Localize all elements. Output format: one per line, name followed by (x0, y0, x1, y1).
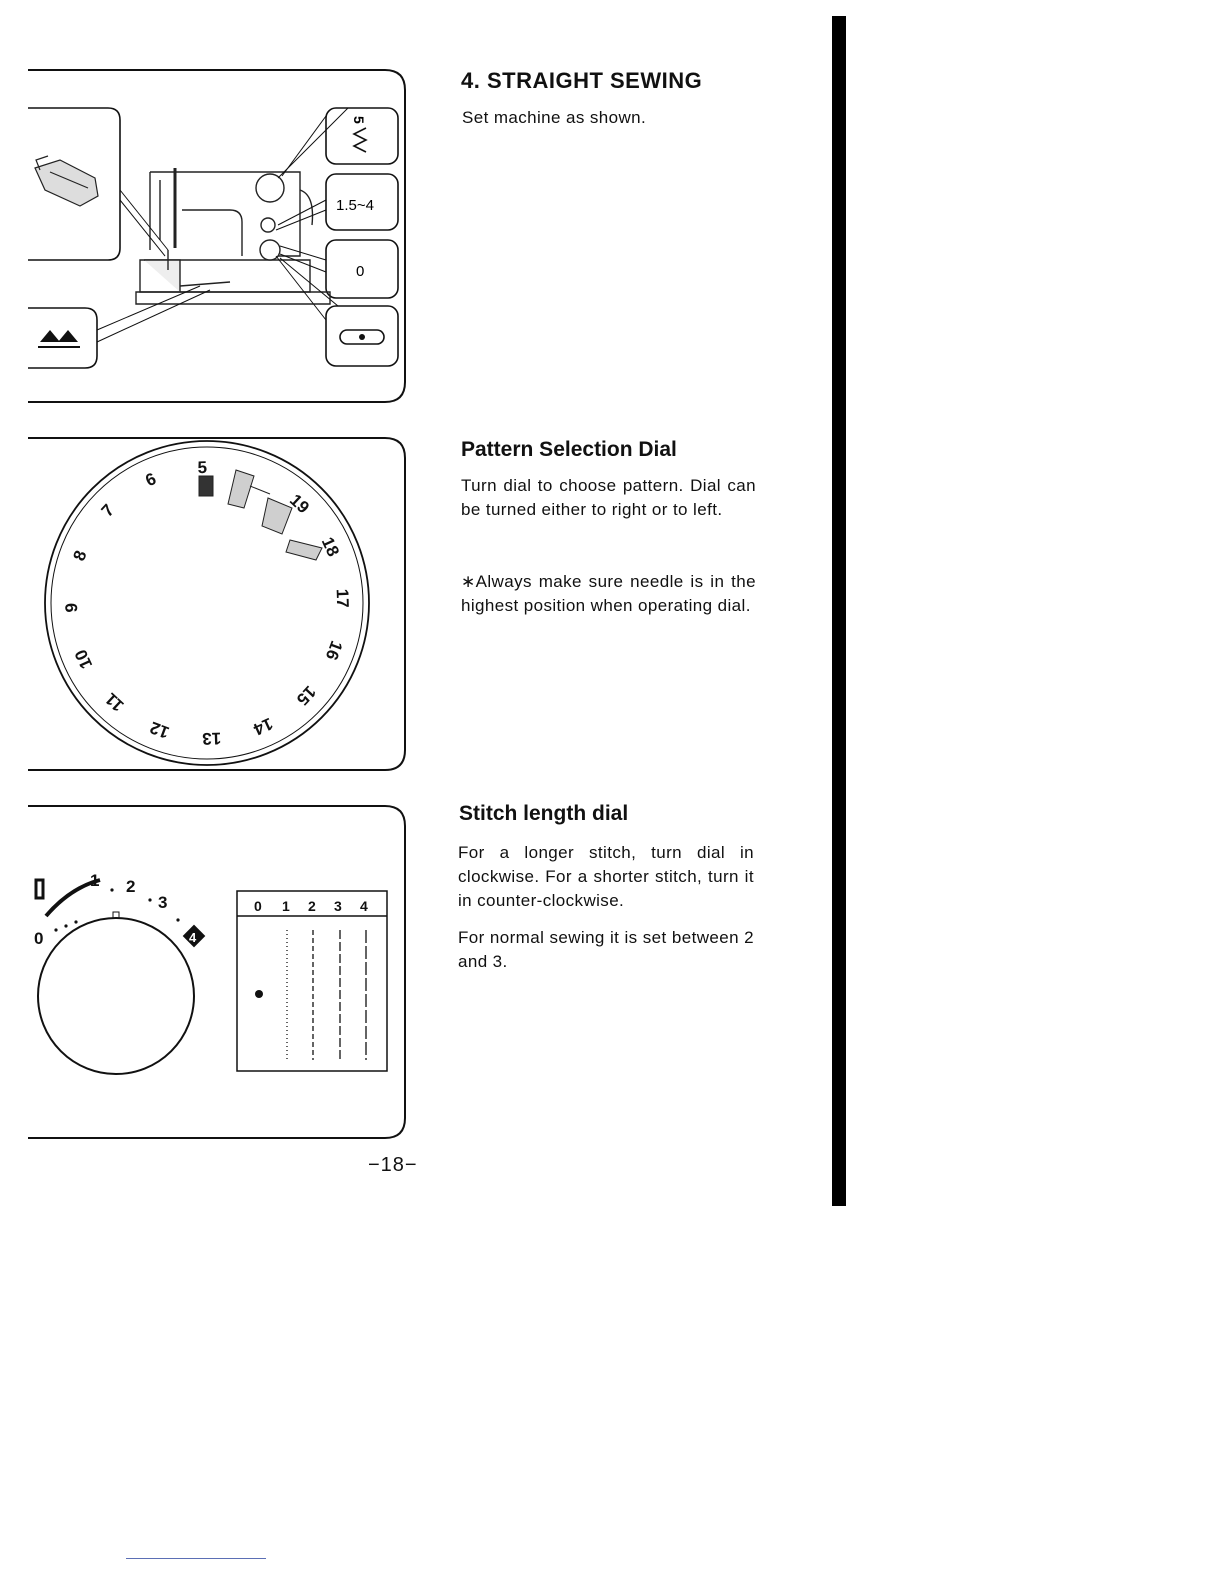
dial-marks: 0 1 2 3 4 (34, 871, 206, 948)
svg-text:2: 2 (126, 877, 135, 896)
chart-header-4: 4 (360, 898, 368, 914)
dial-number-15: 15 (293, 682, 320, 709)
straight-sewing-text: Set machine as shown. (462, 108, 647, 127)
pattern-dial-note: ∗Always make sure needle is in the highe… (461, 572, 756, 615)
length-callout (325, 173, 399, 231)
section-title-straight-sewing: 4. STRAIGHT SEWING (461, 68, 703, 93)
stitch-length-text: For a longer stitch, turn dial in clockw… (458, 843, 754, 910)
page-edge-bar (832, 16, 846, 1206)
chart-header-2: 2 (308, 898, 316, 914)
pattern-icons (198, 469, 323, 561)
sewing-machine-illustration (135, 168, 331, 305)
chart-header-0: 0 (254, 898, 262, 914)
buttonhole-callout (325, 305, 399, 367)
length-value: 1.5~4 (336, 197, 374, 214)
dial-number-13: 13 (202, 729, 222, 749)
section-title-pattern-dial: Pattern Selection Dial (461, 438, 677, 461)
width-value: 0 (356, 263, 364, 280)
dial-number-6: 6 (143, 469, 159, 490)
presser-foot-callout (28, 107, 121, 261)
dial-number-10: 10 (71, 647, 96, 672)
dial-number-5: 5 (197, 458, 207, 477)
chart-header-3: 3 (334, 898, 342, 914)
presser-foot-icon (34, 155, 99, 207)
dial-number-17: 17 (333, 589, 353, 609)
pattern-dial (44, 440, 370, 766)
svg-text:3: 3 (158, 893, 167, 912)
stitch-0-dot (255, 990, 263, 998)
svg-text:1: 1 (90, 871, 99, 890)
dial-number-9: 9 (62, 603, 81, 613)
dial-number-14: 14 (250, 714, 276, 739)
dial-number-12: 12 (147, 718, 171, 742)
page-number: −18− (368, 1154, 418, 1176)
dial-number-18: 18 (318, 534, 343, 559)
svg-text:0: 0 (34, 929, 43, 948)
pattern-callout (325, 107, 399, 165)
width-callout (325, 239, 399, 299)
pattern-zigzag-icon (198, 475, 214, 497)
footer-rule (126, 1558, 266, 1559)
dial-indicator (34, 878, 45, 900)
svg-text:4: 4 (189, 930, 197, 945)
section-title-stitch-length: Stitch length dial (459, 802, 629, 825)
svg-text:5: 5 (351, 116, 367, 124)
stitch-length-figure: 0 1 2 3 4 0 1 2 3 4 (0, 796, 420, 1146)
machine-setup-figure: 5 1.5~4 0 (0, 60, 420, 410)
pattern-5-icon: 5 (351, 116, 368, 153)
dial-number-8: 8 (70, 548, 91, 564)
dial-number-7: 7 (98, 501, 118, 521)
dial-number-16: 16 (322, 638, 346, 662)
chart-header-1: 1 (282, 898, 290, 914)
needle-position-icon (339, 329, 385, 345)
feed-dog-up-icon (38, 330, 80, 348)
stitch-length-dial (37, 917, 195, 1075)
stitch-length-normal-text: For normal sewing it is set between 2 an… (458, 928, 754, 971)
pattern-dial-text: Turn dial to choose pattern. Dial can be… (461, 476, 756, 519)
dial-number-11: 11 (101, 689, 127, 715)
stitch-length-chart: 0 1 2 3 4 (236, 890, 388, 1072)
